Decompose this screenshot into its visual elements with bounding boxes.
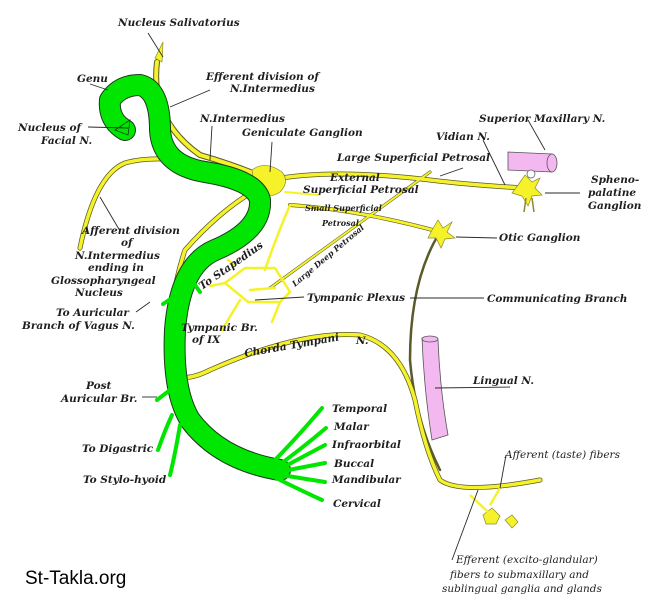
label-malar: Malar	[333, 421, 370, 433]
otic-ganglion	[427, 219, 456, 249]
label-tympanic-plexus: Tympanic Plexus	[307, 292, 405, 304]
label-efferent-glandular-1: Efferent (excito-glandular)	[455, 554, 598, 566]
label-sphenopalatine-2: palatine	[588, 187, 636, 199]
label-afferent-division-2: of	[121, 237, 135, 249]
label-temporal: Temporal	[332, 403, 387, 415]
label-nucleus-salivatorius: Nucleus Salivatorius	[117, 17, 240, 29]
label-nucleus-of-facial-1: Nucleus of	[17, 122, 83, 134]
label-to-auricular-2: Branch of Vagus N.	[21, 320, 135, 332]
label-lingual: Lingual N.	[472, 375, 534, 387]
label-external-superficial-2: Superficial Petrosal	[303, 184, 419, 196]
label-afferent-taste: Afferent (taste) fibers	[504, 449, 621, 461]
label-to-auricular-1: To Auricular	[56, 307, 130, 319]
label-efferent-glandular-2: fibers to submaxillary and	[449, 569, 589, 581]
superior-maxillary-nerve-trunk	[507, 151, 558, 173]
label-efferent-division-2: N.Intermedius	[229, 83, 315, 95]
label-geniculate-ganglion: Geniculate Ganglion	[242, 127, 363, 139]
label-small-superficial-2: Petrosal	[321, 218, 359, 228]
label-infraorbital: Infraorbital	[331, 439, 401, 451]
label-chorda-tympani: Chorda Tympani	[243, 331, 340, 359]
label-tympanic-br-1: Tympanic Br.	[181, 322, 258, 334]
watermark: St-Takla.org	[25, 568, 127, 589]
label-afferent-division-3: N.Intermedius	[74, 250, 160, 262]
label-to-digastric: To Digastric	[82, 443, 154, 455]
label-afferent-division-1: Afferent division	[81, 225, 180, 237]
label-large-superficial-petrosal: Large Superficial Petrosal	[336, 152, 490, 164]
label-afferent-division-5: Glossopharyngeal	[51, 275, 156, 287]
sphenopalatine-ganglion	[511, 169, 543, 213]
label-afferent-division-4: ending in	[88, 262, 144, 274]
label-superior-maxillary: Superior Maxillary N.	[479, 113, 605, 125]
label-afferent-division-6: Nucleus	[74, 287, 123, 299]
label-buccal: Buccal	[333, 458, 374, 470]
label-sphenopalatine-3: Ganglion	[588, 200, 641, 212]
label-genu: Genu	[77, 73, 108, 85]
label-post-auricular-2: Auricular Br.	[60, 393, 137, 405]
label-n-intermedius: N.Intermedius	[199, 113, 285, 125]
label-vidian: Vidian N.	[436, 131, 490, 143]
leader-lines	[87, 32, 580, 561]
lingual-nerve-trunk	[421, 335, 449, 441]
label-mandibular: Mandibular	[331, 474, 402, 486]
label-external-superficial-1: External	[329, 172, 380, 184]
label-efferent-glandular-3: sublingual ganglia and glands	[442, 583, 602, 595]
submaxillary-ganglion	[469, 487, 519, 529]
label-cervical: Cervical	[333, 498, 381, 510]
label-nucleus-of-facial-2: Facial N.	[40, 135, 92, 147]
label-otic-ganglion: Otic Ganglion	[499, 232, 580, 244]
label-large-deep-petrosal: Large Deep Petrosal	[289, 222, 366, 289]
label-sphenopalatine-1: Spheno-	[591, 174, 639, 186]
label-communicating-branch: Communicating Branch	[487, 293, 627, 305]
label-post-auricular-1: Post	[85, 380, 112, 392]
label-chorda-n: N.	[355, 335, 369, 347]
tympanic-plexus-network	[208, 258, 292, 332]
label-to-stylohyoid: To Stylo-hyoid	[83, 474, 167, 486]
facial-nerve	[98, 74, 328, 502]
label-small-superficial-1: Small Superficial	[305, 203, 382, 213]
label-efferent-division-1: Efferent division of	[205, 71, 321, 83]
label-tympanic-br-2: of IX	[192, 334, 221, 346]
